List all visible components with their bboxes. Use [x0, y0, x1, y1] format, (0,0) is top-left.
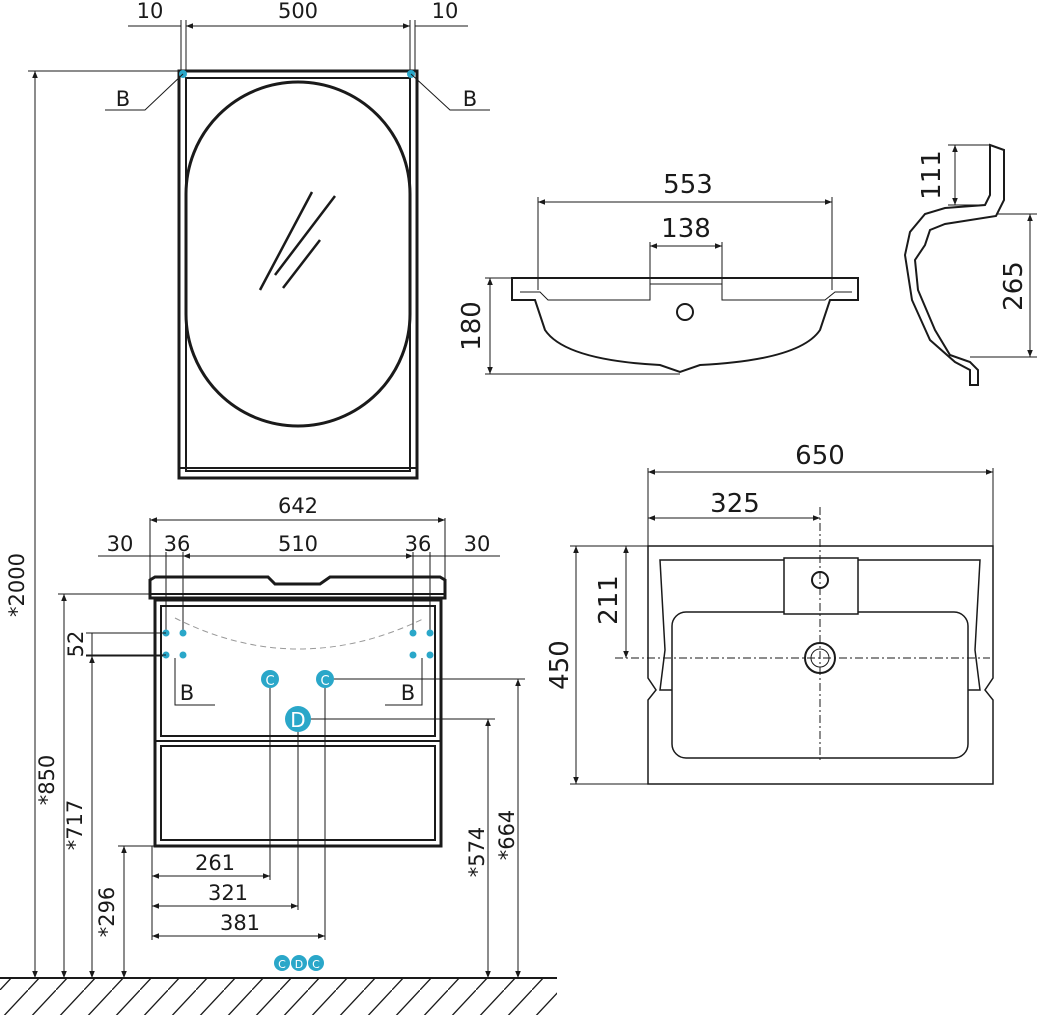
c-marker-right — [316, 670, 334, 688]
mirror-point-left-label: B — [116, 87, 130, 111]
svg-text:C: C — [278, 958, 286, 971]
c-left-distance-label: 261 — [195, 851, 235, 875]
svg-text:D: D — [295, 958, 303, 971]
c-height-label: *664 — [495, 810, 519, 861]
basin-top-tap-depth-label: 211 — [594, 575, 624, 625]
mirror-glare — [258, 191, 336, 291]
c-right-distance-label: 381 — [220, 911, 260, 935]
d-distance-label: 321 — [208, 881, 248, 905]
basin-side-height-label: 265 — [999, 261, 1029, 311]
svg-text:C: C — [320, 674, 329, 689]
cabinet-inset-right-label: 36 — [405, 532, 432, 556]
basin-top-width-label: 650 — [795, 441, 845, 471]
mirror-width-label: 500 — [278, 0, 318, 23]
bottom-height-label: *296 — [95, 887, 119, 938]
basin-side-view: 111 265 — [903, 143, 1037, 386]
floor — [0, 977, 557, 1015]
basin-side-top-label: 111 — [917, 150, 947, 200]
cabinet-b-left-label: B — [180, 681, 194, 705]
cabinet-width-label: 642 — [278, 494, 318, 518]
basin-front-tap-label: 138 — [661, 214, 711, 244]
top-height-label: *850 — [35, 755, 59, 806]
mid-height-label: *717 — [63, 800, 87, 851]
legend-c-left-icon — [274, 955, 290, 971]
cabinet-side-left-label: 30 — [107, 532, 134, 556]
d-marker — [285, 706, 311, 732]
mirror-point-right-label: B — [463, 87, 477, 111]
cabinet: 642 510 30 36 36 30 52 B B C C — [64, 494, 500, 971]
d-height-label: *574 — [465, 827, 489, 878]
basin-top-half-label: 325 — [710, 489, 760, 519]
svg-text:C: C — [265, 674, 274, 689]
legend-d-icon — [291, 955, 307, 971]
legend-c-right-icon — [308, 955, 324, 971]
svg-text:D: D — [290, 708, 305, 732]
cabinet-inset-left-label: 36 — [164, 532, 191, 556]
mirror-offset-left-label: 10 — [137, 0, 164, 23]
cabinet-center-label: 510 — [278, 532, 318, 556]
c-marker-left — [261, 670, 279, 688]
mirror-offset-right-label: 10 — [432, 0, 459, 23]
cabinet-spacing-label: 52 — [64, 631, 88, 658]
total-height-label: *2000 — [5, 553, 29, 617]
mirror: 500 10 10 B B — [105, 0, 490, 480]
basin-top-depth-label: 450 — [545, 640, 575, 690]
basin-front-view: 553 138 180 — [457, 170, 859, 375]
cabinet-side-right-label: 30 — [464, 532, 491, 556]
basin-front-width-label: 553 — [663, 170, 713, 200]
height-dimensions: *2000 *850 *717 *296 *574 *664 — [5, 70, 525, 978]
basin-front-height-label: 180 — [457, 301, 487, 351]
cabinet-b-right-label: B — [401, 681, 415, 705]
basin-top-view: 650 325 450 211 — [545, 441, 994, 785]
svg-text:C: C — [312, 958, 320, 971]
